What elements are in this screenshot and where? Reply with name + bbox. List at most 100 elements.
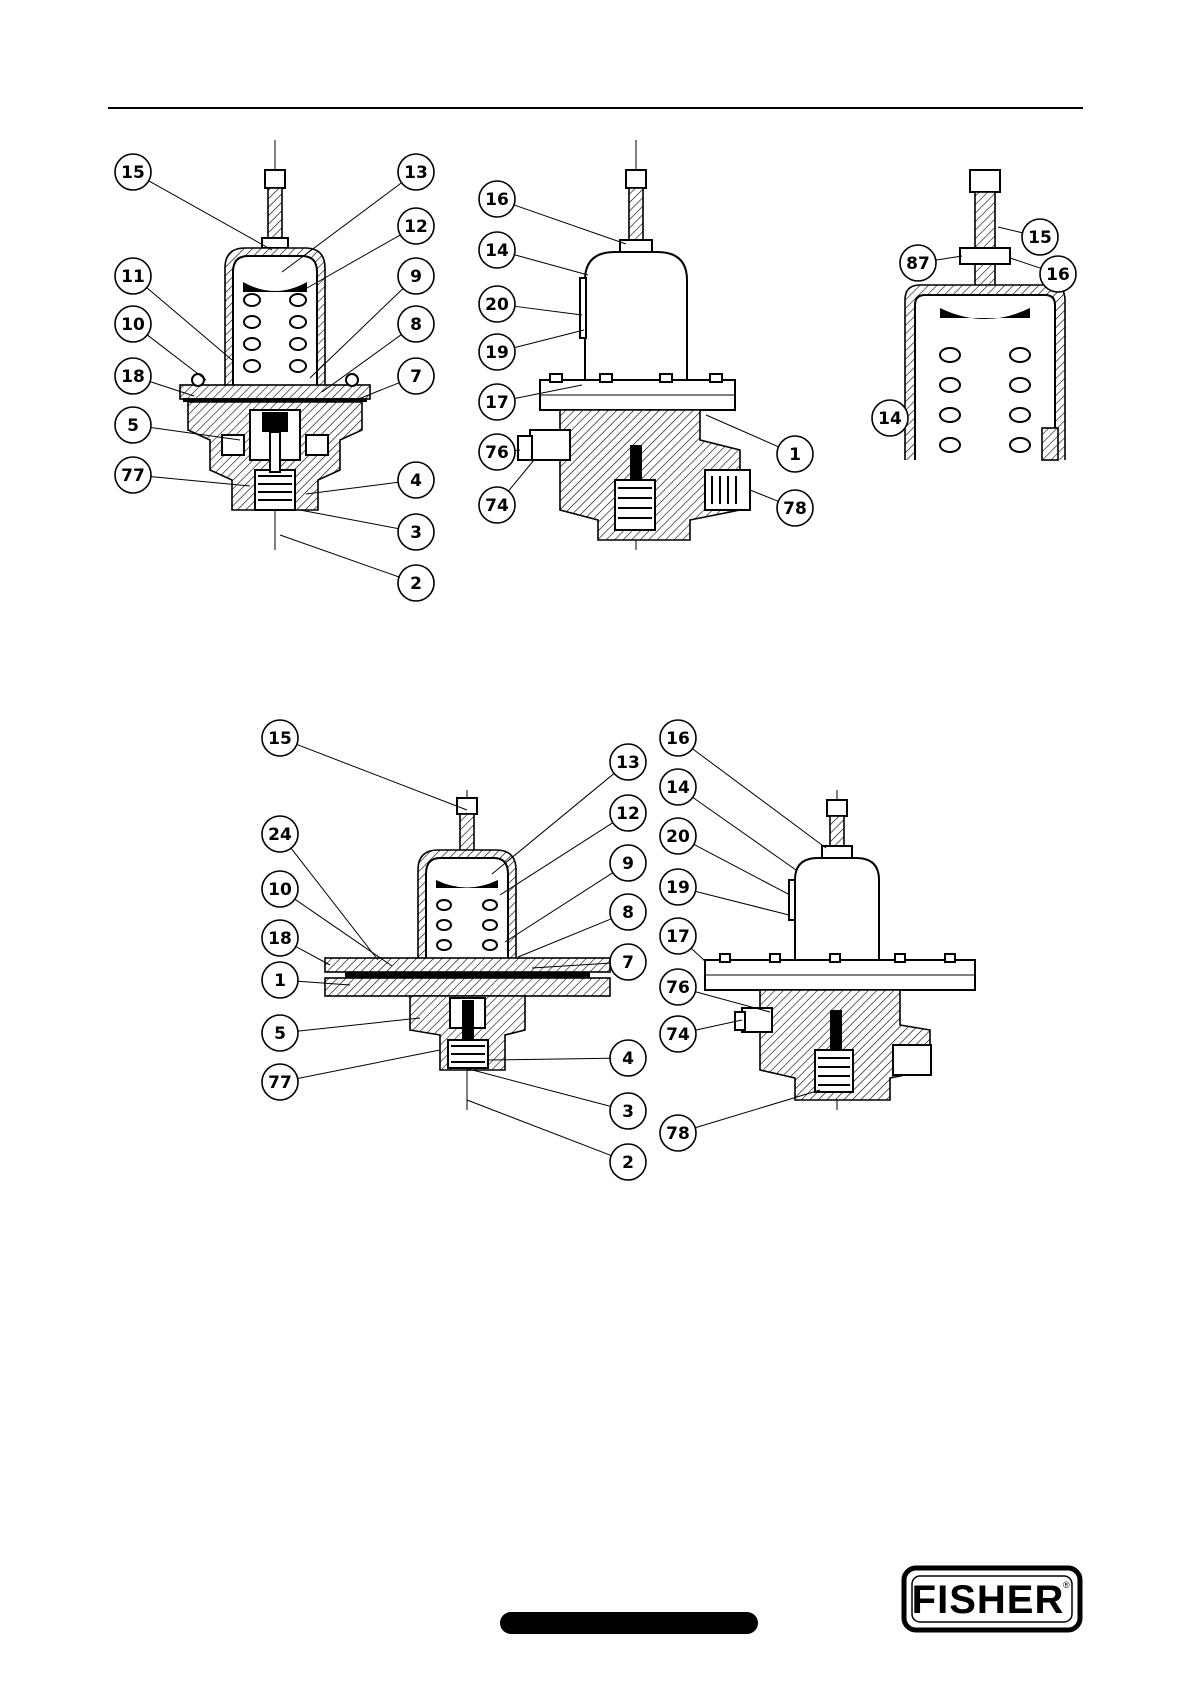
fig2-section-callout-3: 3 (465, 1068, 646, 1129)
leader-line (1010, 258, 1041, 268)
fig2-section-callout-18: 18 (262, 920, 330, 965)
fig2-section-callout-4: 4 (488, 1040, 646, 1076)
callout-number: 16 (666, 729, 690, 749)
callout-number: 2 (622, 1153, 634, 1173)
leader-line (492, 773, 614, 874)
leader-line (692, 749, 826, 848)
fisher-logo: FISHER ® (904, 1568, 1080, 1630)
leader-line (297, 744, 467, 810)
callout-number: 20 (666, 827, 690, 847)
fig1-detail-drawing (905, 170, 1065, 460)
leader-line (706, 415, 779, 447)
callout-number: 5 (274, 1024, 286, 1044)
callout-number: 87 (906, 254, 930, 274)
callout-number: 78 (783, 499, 807, 519)
leader-line (291, 848, 378, 960)
callout-number: 77 (121, 466, 145, 486)
leader-line (998, 227, 1022, 233)
fig2-section-callout-77: 77 (262, 1050, 440, 1100)
fig1-section-drawing (180, 140, 370, 550)
fig2-section-callout-15: 15 (262, 720, 467, 810)
leader-line (515, 306, 582, 315)
callout-number: 76 (485, 443, 509, 463)
fig1-detail-callout-87: 87 (900, 245, 962, 281)
fig1-exterior-callout-78: 78 (750, 490, 813, 526)
leader-line (467, 1100, 611, 1156)
fig1-exterior-callout-14: 14 (479, 232, 588, 275)
callout-number: 16 (1046, 265, 1070, 285)
fig1-section-callout-15: 15 (115, 154, 272, 250)
leader-line (322, 335, 401, 392)
callout-number: 8 (410, 315, 422, 335)
callout-number: 78 (666, 1124, 690, 1144)
callout-number: 7 (410, 367, 422, 387)
callout-number: 8 (622, 903, 634, 923)
callout-number: 9 (622, 854, 634, 874)
fig1-exterior-callout-20: 20 (479, 286, 582, 322)
leader-line (295, 899, 392, 966)
callout-number: 9 (410, 267, 422, 287)
callout-number: 19 (485, 343, 509, 363)
leader-line (298, 1018, 420, 1031)
fig1-exterior-callout-76: 76 (479, 434, 520, 470)
logo-text: FISHER (912, 1578, 1065, 1622)
leader-line (514, 205, 626, 244)
footer-bar (500, 1612, 758, 1634)
leader-line (750, 490, 778, 501)
leader-line (695, 891, 789, 915)
leader-line (300, 510, 398, 529)
callout-number: 74 (485, 496, 509, 516)
leader-line (147, 288, 232, 360)
callout-number: 10 (121, 315, 145, 335)
fig1-exterior-callout-19: 19 (479, 330, 584, 370)
leader-line (693, 797, 796, 870)
registered-mark: ® (1063, 1580, 1070, 1590)
callout-number: 14 (666, 778, 690, 798)
leader-line (282, 183, 402, 272)
callout-number: 1 (274, 971, 286, 991)
callout-number: 19 (666, 878, 690, 898)
leader-line (936, 256, 962, 260)
callout-number: 16 (485, 190, 509, 210)
leader-line (514, 330, 584, 348)
fig2-exterior-callout-74: 74 (660, 1016, 742, 1052)
leader-line (147, 335, 206, 380)
fig2-exterior-callout-19: 19 (660, 869, 789, 915)
callout-number: 13 (404, 163, 428, 183)
callout-number: 1 (789, 445, 801, 465)
callout-number: 24 (268, 825, 292, 845)
callout-number: 7 (622, 953, 634, 973)
callout-number: 5 (127, 416, 139, 436)
callout-number: 4 (410, 471, 422, 491)
callout-number: 12 (404, 217, 428, 237)
callout-number: 76 (666, 978, 690, 998)
fig2-section-drawing (325, 790, 610, 1110)
callout-number: 3 (410, 523, 422, 543)
leader-line (488, 1058, 610, 1060)
leader-line (505, 873, 613, 942)
leader-line (280, 535, 399, 577)
callout-number: 11 (121, 267, 145, 287)
callout-number: 3 (622, 1102, 634, 1122)
callout-number: 2 (410, 574, 422, 594)
leader-line (695, 992, 770, 1012)
leader-line (514, 255, 588, 275)
callout-number: 13 (616, 753, 640, 773)
fig2-section-callout-5: 5 (262, 1015, 420, 1051)
callout-number: 17 (485, 393, 509, 413)
callout-number: 20 (485, 295, 509, 315)
leader-line (296, 947, 330, 965)
callout-number: 74 (666, 1025, 690, 1045)
fig1-exterior-callout-74: 74 (479, 460, 534, 523)
fig1-detail-callout-14: 14 (872, 400, 908, 436)
callout-number: 17 (666, 927, 690, 947)
leader-line (465, 1068, 611, 1106)
leader-line (298, 1050, 440, 1078)
fig2-exterior-callout-17: 17 (660, 918, 706, 962)
callout-number: 15 (268, 729, 292, 749)
leader-line (695, 1090, 820, 1128)
callout-number: 15 (121, 163, 145, 183)
callout-number: 15 (1028, 228, 1052, 248)
callout-number: 18 (268, 929, 292, 949)
